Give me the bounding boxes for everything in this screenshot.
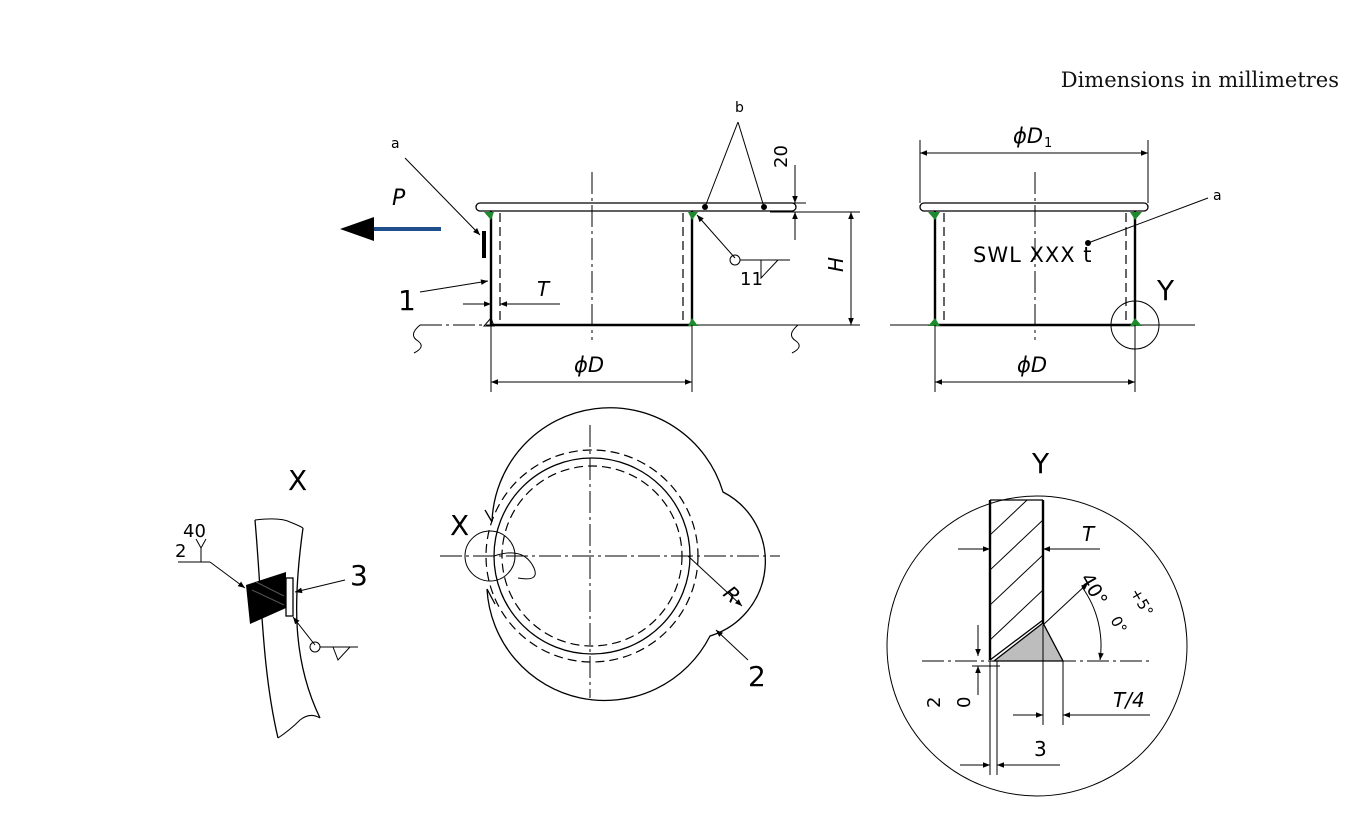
detail-y-t4-label: T/4 — [1113, 688, 1145, 712]
front-view: P a b 20 H 11 1 T — [340, 100, 860, 392]
plan-outline — [486, 407, 766, 702]
note-a-side-label: a — [1213, 188, 1222, 204]
note-a-side-point — [1085, 240, 1091, 246]
break-mark-right — [791, 324, 800, 354]
note-b-leader — [737, 121, 765, 208]
detail-x-weld-y-symbol — [195, 538, 207, 562]
item-1-label: 1 — [398, 284, 416, 317]
detail-y-3-label: 3 — [1034, 737, 1047, 761]
detail-x-callout-circle — [464, 530, 516, 582]
dim-d1-label: ϕD1 — [1013, 124, 1052, 151]
side-view: ϕD1 SWL XXX t a Y ϕD — [890, 124, 1222, 392]
item-1-leader — [419, 279, 489, 293]
dim-t-label: T — [537, 277, 551, 301]
detail-x-lower-leader — [292, 616, 316, 646]
dim-20-label: 20 — [771, 145, 792, 168]
force-arrow-head — [340, 217, 374, 241]
detail-x-weld-fill — [246, 572, 286, 624]
weld-marker — [1130, 212, 1142, 220]
item-2-label: 2 — [748, 660, 766, 693]
detail-y-title: Y — [1031, 447, 1050, 480]
detail-y-weld — [992, 622, 1065, 662]
weld-11-circle — [729, 254, 741, 266]
note-a-side-leader — [1087, 197, 1209, 244]
break-mark-left — [413, 324, 422, 354]
detail-x-weld-2: 2 — [175, 541, 186, 562]
dim-d-label: ϕD — [574, 353, 604, 377]
detail-x-weld-leader — [209, 561, 246, 589]
detail-y-bevel — [989, 619, 1044, 661]
note-b-point — [702, 204, 708, 210]
detail-y-angle-leader — [1042, 582, 1089, 626]
detail-y-t-label: T — [1082, 522, 1096, 546]
detail-x-title: X — [288, 464, 307, 497]
detail-y-gap-2: 2 — [924, 697, 945, 708]
detail-x-inner-edge — [295, 527, 321, 719]
detail-x-break-bottom — [277, 714, 321, 739]
detail-y-angle-minus: 0° — [1107, 613, 1131, 637]
weld-marker — [688, 318, 698, 326]
item-3-label: 3 — [350, 559, 368, 592]
weld-11-fillet-symbol — [760, 259, 779, 280]
detail-x-outer-edge — [254, 519, 279, 739]
plan-shell-inner — [501, 465, 683, 647]
note-a-label: a — [391, 136, 400, 152]
weld-11-leader — [696, 214, 736, 259]
weld-marker — [1130, 318, 1142, 326]
plan-notch — [484, 509, 493, 523]
dim-d-side-label: ϕD — [1017, 353, 1047, 377]
detail-y-angle-base: 40° — [1076, 570, 1112, 610]
detail-x-weld-hatch — [255, 581, 285, 597]
item-2-leader — [715, 629, 749, 661]
dim-r-label: R — [719, 581, 745, 608]
detail-x-weld-40: 40 — [183, 521, 206, 542]
weld-marker — [482, 317, 495, 327]
swl-marking: SWL XXX t — [973, 243, 1093, 267]
note-a-leader — [404, 157, 481, 236]
weld-11-label: 11 — [740, 269, 763, 290]
detail-x-view: X 2 40 3 — [175, 464, 368, 739]
detail-y-angle-arc — [1081, 586, 1104, 661]
note-b-point — [761, 204, 767, 210]
plan-top-plate-hidden — [485, 449, 699, 663]
item-3-leader — [294, 579, 346, 594]
detail-y-angle-plus: +5° — [1127, 585, 1157, 620]
weld-marker — [928, 212, 940, 220]
detail-x-lower-circle — [309, 641, 321, 653]
note-b-leader — [704, 121, 739, 208]
detail-y-gap-0: 0 — [954, 697, 975, 708]
side-top-plate — [919, 202, 1149, 212]
detail-x-weld-hatch — [251, 589, 285, 606]
detail-x-callout-label: X — [450, 509, 469, 542]
detail-x-lug — [285, 577, 294, 617]
detail-x-break-top — [254, 518, 304, 529]
weld-marker — [928, 318, 940, 326]
dim-h-label: H — [824, 257, 848, 272]
detail-y-view: Y T 40° +5° 0° T/4 — [886, 447, 1188, 797]
dim-r-arrow — [687, 555, 743, 607]
detail-y-callout-label: Y — [1156, 274, 1175, 307]
plan-lug-outline — [493, 552, 536, 580]
weld-marker — [688, 212, 698, 220]
plan-notch — [486, 588, 496, 605]
force-label: P — [392, 186, 406, 211]
note-b-label: b — [735, 100, 744, 116]
units-note: Dimensions in millimetres — [1060, 68, 1339, 92]
plan-view: X R 2 — [440, 407, 780, 702]
weld-marker — [484, 212, 494, 220]
detail-x-lower-fillet — [332, 646, 351, 661]
top-plate — [475, 202, 797, 212]
detail-y-boundary — [886, 495, 1188, 797]
